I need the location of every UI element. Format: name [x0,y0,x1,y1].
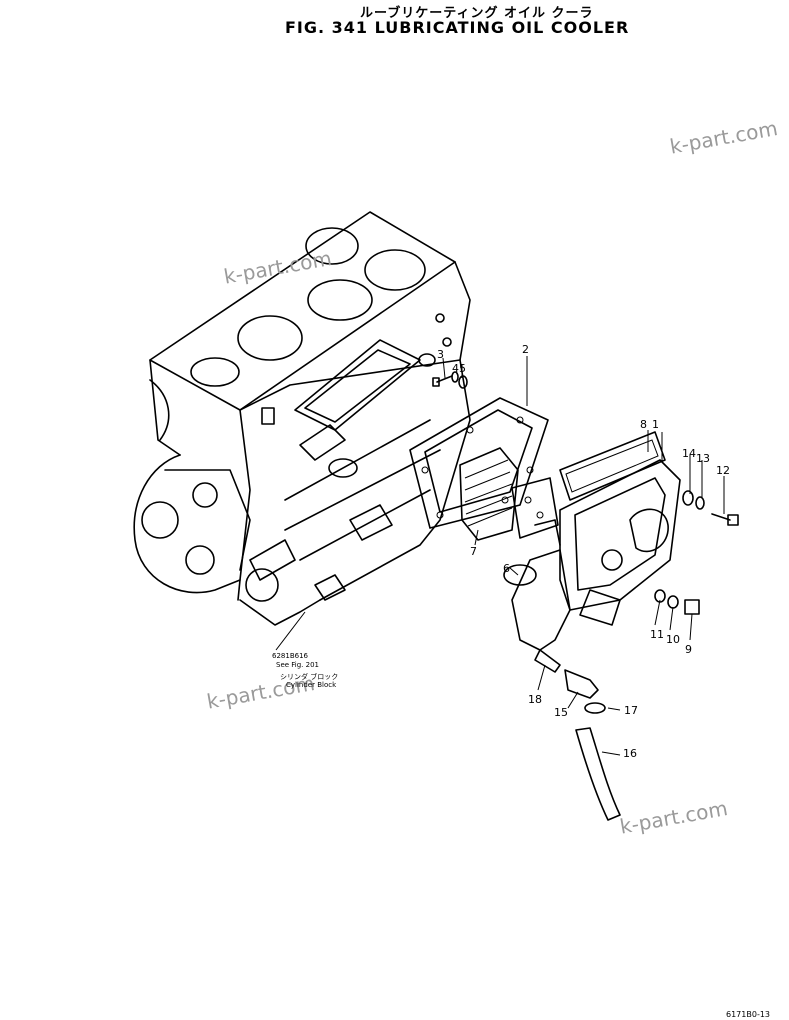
reference-see-fig: See Fig. 201 [276,661,319,669]
callout-15: 15 [554,706,568,719]
callout-13: 13 [696,452,710,465]
callout-10: 10 [666,633,680,646]
reference-cylinder-block: Cylinder Block [286,681,337,689]
callout-12: 12 [716,464,730,477]
reference-part-number: 6281B616 [272,652,308,660]
callout-18: 18 [528,693,542,706]
gasket-2 [409,397,549,529]
cylinder-block [133,211,471,626]
callout-8: 8 [640,418,647,431]
hardware [432,371,739,821]
callout-4: 4 [452,362,459,375]
callout-11: 11 [650,628,664,641]
callout-16: 16 [623,747,637,760]
figure-title: FIG. 341 LUBRICATING OIL COOLER [285,18,630,37]
figure-code: 6171B0-13 [726,1010,771,1019]
gasket-8 [559,431,666,501]
cooler-cover-1 [503,459,681,651]
reference-japanese: シリンダ ブロック [280,673,339,681]
callout-1: 1 [652,418,659,431]
callout-6: 6 [503,562,510,575]
callout-5: 5 [459,362,466,375]
callout-7: 7 [470,545,477,558]
title-japanese: ルーブリケーティング オイル クーラ [360,6,594,21]
callout-17: 17 [624,704,638,717]
callout-3: 3 [437,348,444,361]
callout-2: 2 [522,343,529,356]
leader-lines [275,356,725,756]
callout-14: 14 [682,447,696,460]
cooler-element-7 [459,447,559,541]
callout-9: 9 [685,643,692,656]
